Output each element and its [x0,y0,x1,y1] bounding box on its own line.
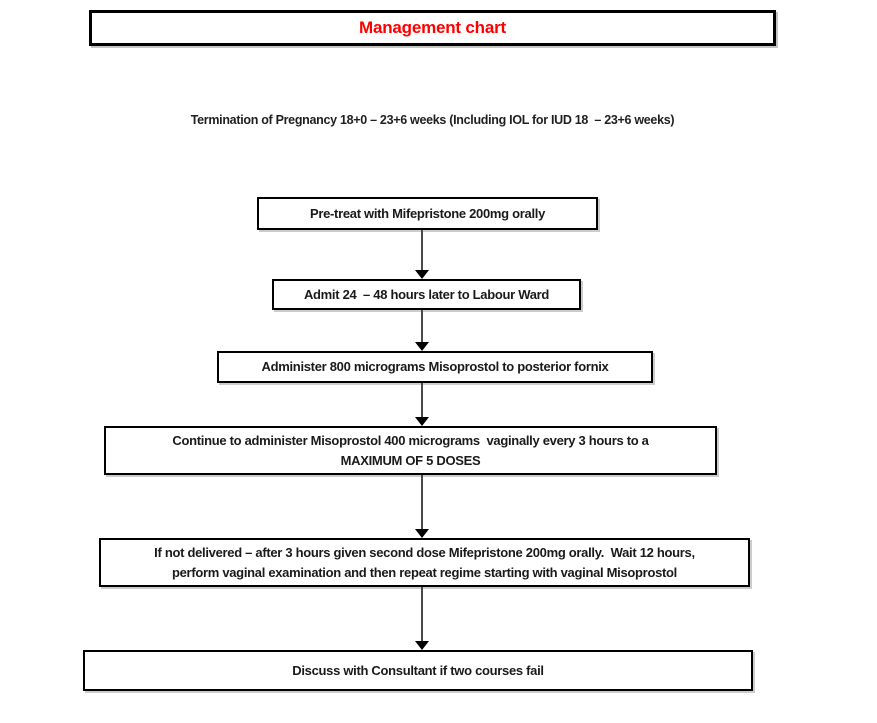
flow-box-continue-doses: Continue to administer Misoprostol 400 m… [104,426,717,475]
arrow-shaft [421,230,423,271]
arrow-head-icon [415,417,429,426]
flow-box-admit: Admit 24 – 48 hours later to Labour Ward [272,279,581,310]
arrow-shaft [421,587,423,642]
arrow-head-icon [415,342,429,351]
flow-box-text: Continue to administer Misoprostol 400 m… [172,433,649,448]
chart-subtitle: Termination of Pregnancy 18+0 – 23+6 wee… [190,113,675,127]
title-box: Management chart [89,10,776,46]
arrow-shaft [421,383,423,418]
flow-box-discuss-consultant: Discuss with Consultant if two courses f… [83,650,753,691]
flow-arrow-down [414,230,430,279]
flow-arrow-down [414,587,430,650]
page-title: Management chart [358,18,506,37]
flow-box-text: Discuss with Consultant if two courses f… [292,662,544,678]
arrow-head-icon [415,641,429,650]
flow-box-text: If not delivered – after 3 hours given s… [154,545,695,560]
arrow-shaft [421,475,423,530]
arrow-head-icon [415,529,429,538]
flow-box-not-delivered: If not delivered – after 3 hours given s… [99,538,750,587]
flow-box-text: Pre-treat with Mifepristone 200mg orally [309,205,546,221]
flow-box-text: Admit 24 – 48 hours later to Labour Ward [303,286,550,302]
arrow-head-icon [415,270,429,279]
arrow-shaft [421,310,423,343]
flow-arrow-down [414,383,430,426]
flow-arrow-down [414,475,430,538]
flow-box-pretreat: Pre-treat with Mifepristone 200mg orally [257,197,598,230]
flow-arrow-down [414,310,430,351]
flow-box-administer-misoprostol: Administer 800 micrograms Misoprostol to… [217,351,653,383]
flow-box-text: MAXIMUM OF 5 DOSES [340,452,481,468]
flow-box-text: Administer 800 micrograms Misoprostol to… [261,359,609,375]
flow-box-text: perform vaginal examination and then rep… [171,564,677,580]
